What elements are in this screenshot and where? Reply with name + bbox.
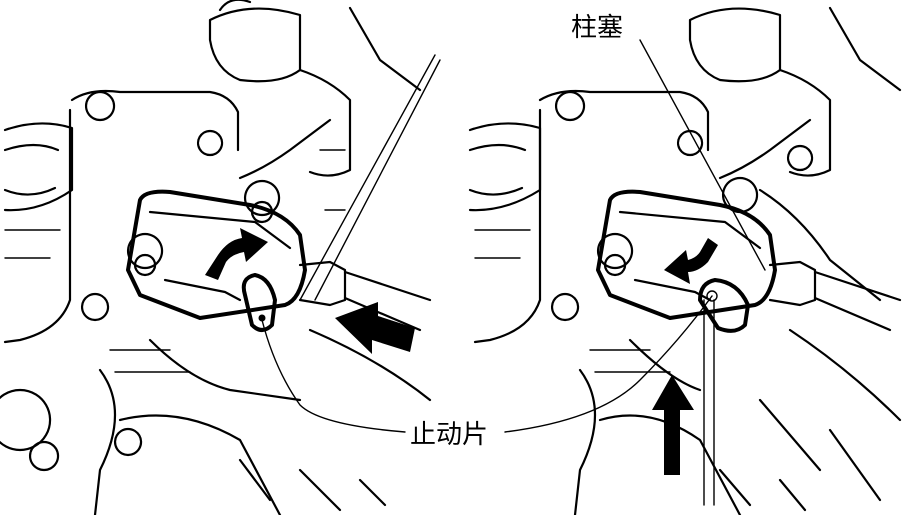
left-stopper-pin [258,314,266,322]
plunger-leader-line [639,39,766,271]
plunger-label: 柱塞 [571,13,623,43]
left-stopper-plate [241,273,277,332]
right-housing [468,6,902,515]
annotations: 柱塞 止动片 [261,13,766,450]
left-plunger [298,54,441,332]
stopper-leader-right [504,295,713,433]
right-tensioner-body [596,176,777,320]
right-stopper-pin [706,290,718,302]
right-rotate-arrow [664,238,718,284]
stopper-plate-label: 止动片 [410,420,488,450]
left-panel [0,0,441,515]
left-rotate-arrow [205,228,268,280]
stopper-leader-left [261,319,406,433]
right-stopper-plate [698,278,750,333]
left-push-arrow [335,302,415,354]
left-housing [0,0,432,515]
right-plunger [703,260,902,506]
right-push-arrow [652,375,694,475]
left-tensioner-body [126,179,307,320]
right-panel [468,6,902,515]
